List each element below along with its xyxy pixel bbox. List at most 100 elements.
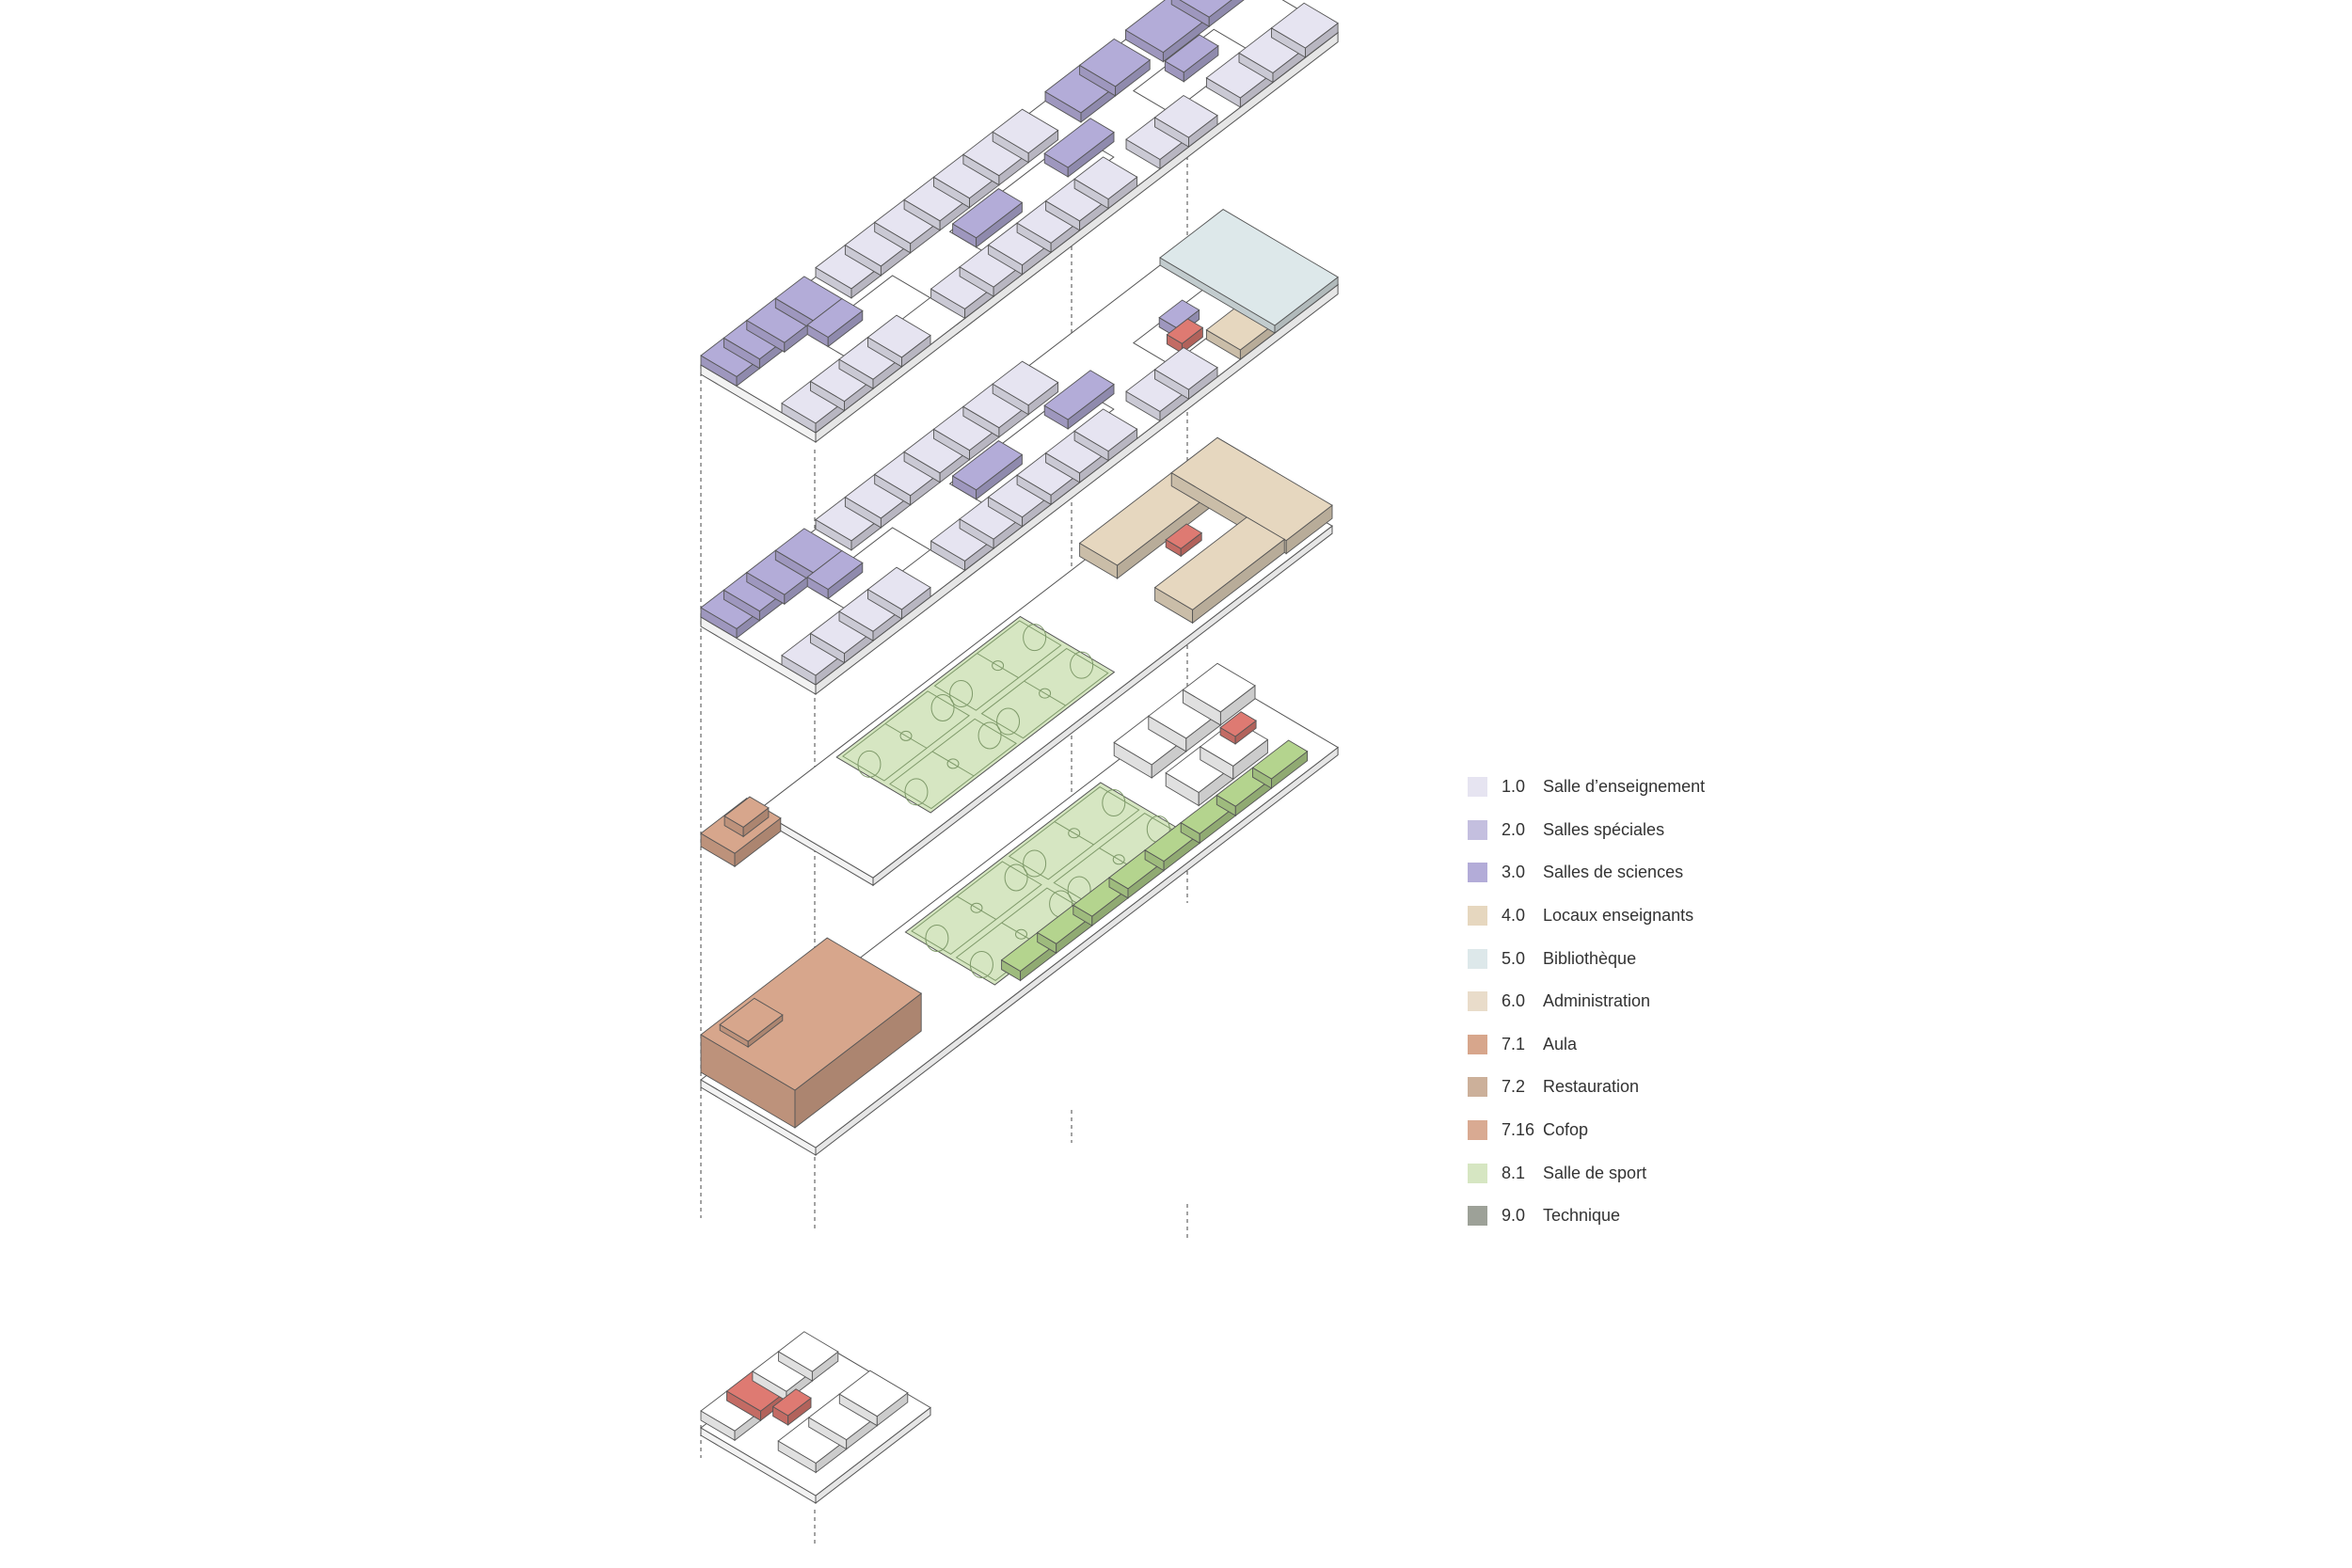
legend-item-4-0: 4.0 Locaux enseignants <box>1468 895 1957 938</box>
block-top <box>777 1331 839 1372</box>
court-line <box>1008 785 1140 880</box>
legend-code: 2.0 <box>1502 819 1526 839</box>
court-line <box>889 718 1017 810</box>
teaching-room <box>1073 408 1138 462</box>
legend-item-1-0: 1.0 Salle d’enseignement <box>1468 766 1957 809</box>
level-third <box>700 0 1339 444</box>
legend-item-7-1: 7.1 Aula <box>1468 1023 1957 1067</box>
technical-room <box>838 1370 909 1427</box>
block-top <box>1179 0 1232 18</box>
block-top <box>1219 711 1257 737</box>
teaching-room <box>1044 178 1109 231</box>
block-top <box>951 440 1024 491</box>
court-key <box>1070 651 1094 679</box>
block-top <box>866 314 931 358</box>
legend-item-6-0: 6.0 Administration <box>1468 980 1957 1023</box>
block-top <box>723 796 770 828</box>
legend-code: 9.0 <box>1502 1206 1526 1226</box>
court-key <box>977 721 1002 750</box>
court-key <box>1102 788 1126 816</box>
legend-code: 7.16 <box>1502 1120 1535 1140</box>
block-top <box>1073 408 1138 452</box>
legend-item-3-0: 3.0 Salles de sciences <box>1468 851 1957 895</box>
teaching-room <box>1153 346 1218 401</box>
court-midline <box>884 722 928 749</box>
block-top <box>1153 94 1218 138</box>
teaching-room <box>1016 200 1081 254</box>
legend-label: Salle de sport <box>1543 1163 1647 1182</box>
legend-swatch <box>1468 1120 1487 1141</box>
legend-code: 8.1 <box>1502 1163 1526 1182</box>
legend-code: 5.0 <box>1502 948 1526 968</box>
sciences-room <box>1043 118 1115 178</box>
teaching-room <box>809 358 874 412</box>
legend-label: Bibliothèque <box>1543 948 1637 968</box>
teaching-room <box>1270 2 1339 58</box>
sciences-room <box>1170 0 1245 28</box>
court-line <box>933 620 1062 711</box>
teaching-room <box>844 473 912 529</box>
block-top <box>1078 38 1152 87</box>
legend-label: Salles de sciences <box>1543 863 1684 882</box>
teaching-room <box>809 610 874 664</box>
block-top <box>806 549 864 591</box>
block-top <box>992 108 1059 154</box>
teaching-room <box>992 108 1059 164</box>
teaching-room <box>838 337 903 390</box>
court-key <box>996 707 1021 736</box>
teaching-room <box>866 566 931 620</box>
block-top <box>866 566 931 610</box>
sciences-room <box>723 572 784 622</box>
court-midline <box>931 751 975 777</box>
legend-code: 7.1 <box>1502 1034 1526 1053</box>
court-circle <box>970 902 983 913</box>
court-key <box>1023 849 1047 878</box>
teaching-room <box>1153 94 1218 149</box>
legend-code: 6.0 <box>1502 991 1526 1011</box>
legend-code: 7.2 <box>1502 1077 1526 1097</box>
court-midline <box>1054 821 1094 846</box>
legend-code: 3.0 <box>1502 863 1526 882</box>
court-circle <box>899 730 913 741</box>
legend-swatch <box>1468 819 1487 840</box>
block-top <box>992 360 1059 406</box>
legend-label: Locaux enseignants <box>1543 906 1694 926</box>
court-circle <box>1039 688 1052 699</box>
teaching-room <box>932 153 1000 209</box>
block-top <box>1251 739 1309 780</box>
legend-item-7-2: 7.2 Restauration <box>1468 1066 1957 1109</box>
block-top <box>1158 299 1200 328</box>
aula-block <box>719 997 784 1049</box>
cofop-room <box>771 1388 812 1426</box>
block-front <box>1208 0 1245 28</box>
block-top <box>1166 318 1204 344</box>
block-top <box>1165 523 1203 549</box>
court-midline <box>977 653 1019 679</box>
sciences-room <box>700 337 761 388</box>
court-circle <box>992 660 1005 672</box>
court-midline <box>956 895 997 920</box>
cofop-room <box>1219 711 1257 745</box>
block-top <box>1073 156 1138 200</box>
court-key <box>857 750 882 778</box>
basketball-court-icon <box>904 782 1191 986</box>
court-key <box>949 680 974 708</box>
court-key <box>1023 624 1047 652</box>
sciences-room <box>1078 38 1152 97</box>
legend-swatch <box>1468 1034 1487 1054</box>
court-key <box>904 778 929 806</box>
sciences-room <box>700 589 761 640</box>
legend-item-5-0: 5.0 Bibliothèque <box>1468 937 1957 980</box>
court-line <box>911 861 1042 956</box>
block-top <box>719 997 784 1042</box>
legend-label: Restauration <box>1543 1077 1640 1097</box>
level-basement <box>700 1331 931 1505</box>
court-key <box>925 924 949 952</box>
court-line <box>842 690 970 782</box>
legend-swatch <box>1468 948 1487 969</box>
sciences-room <box>745 297 815 354</box>
court-key <box>930 693 955 721</box>
block-top <box>1182 662 1256 713</box>
teaching-room <box>1044 430 1109 483</box>
